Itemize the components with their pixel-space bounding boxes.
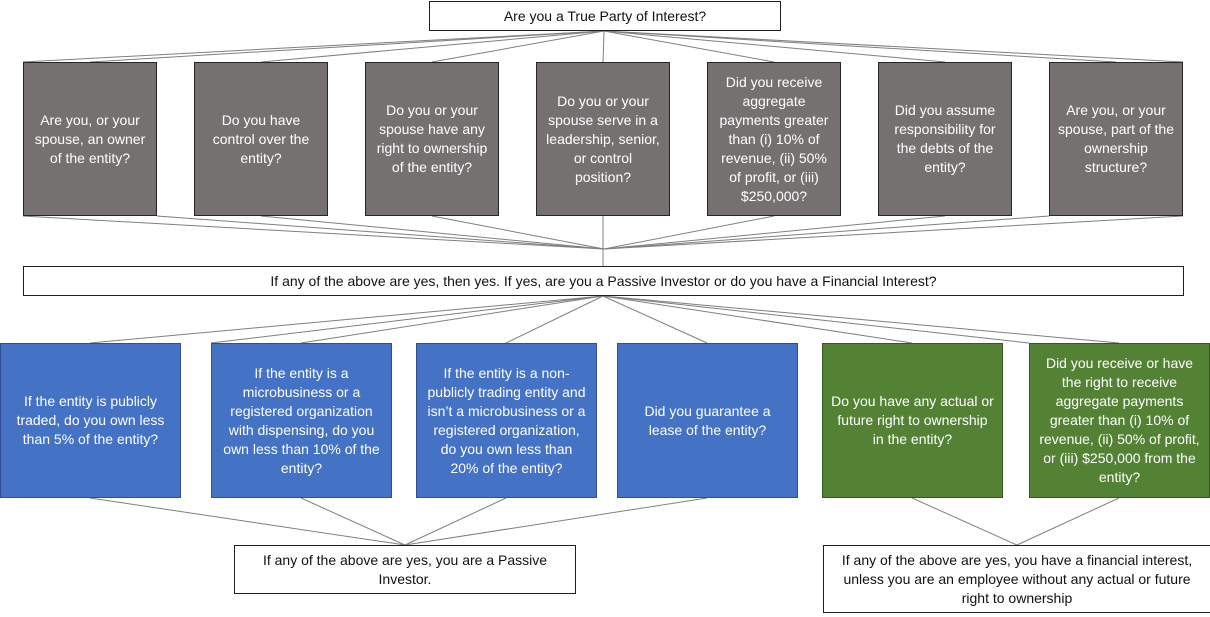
financial-question-ownership-text: Do you have any actual or future right t… <box>831 393 994 447</box>
question-control-text: Do you have control over the entity? <box>212 111 310 166</box>
connector-root-q3 <box>431 30 605 63</box>
question-owner-text: Are you, or your spouse, an owner of the… <box>34 111 146 166</box>
question-ownership-right-text: Do you or your spouse have any right to … <box>376 102 488 175</box>
passive-investor-summary-text: If any of the above are yes, you are a P… <box>262 551 548 587</box>
financial-interest-summary-box: If any of the above are yes, you have a … <box>823 545 1210 613</box>
connector-mid-p3 <box>505 295 604 344</box>
financial-question-payments-text: Did you receive or have the right to rec… <box>1039 355 1200 485</box>
connector-mid-p2 <box>300 295 604 344</box>
connector-q5-mid <box>603 215 775 250</box>
connector-p4-summary <box>404 497 708 546</box>
passive-investor-summary-box: If any of the above are yes, you are a P… <box>234 545 576 594</box>
connector-root-left <box>22 30 605 63</box>
connector-q6-mid <box>603 215 946 250</box>
root-question-text: Are you a True Party of Interest? <box>503 7 707 24</box>
connector-q7-mid <box>603 215 1184 250</box>
connector-root-q2 <box>260 30 605 63</box>
connector-mid-p1 <box>89 295 604 344</box>
mid-summary-text: If any of the above are yes, then yes. I… <box>270 272 937 289</box>
connector-q1-mid <box>22 215 605 250</box>
connector-mid-f2 <box>602 295 1120 344</box>
question-debts-box: Did you assume responsibility for the de… <box>878 62 1012 216</box>
question-ownership-right-box: Do you or your spouse have any right to … <box>365 62 499 216</box>
connector-f2-summary <box>1016 497 1120 546</box>
connector-root-q7 <box>603 30 1117 63</box>
question-ownership-structure-text: Are you, or your spouse, part of the own… <box>1058 102 1174 175</box>
connector-mid-left <box>210 295 604 344</box>
connector-root-q4 <box>602 30 605 63</box>
root-question-box: Are you a True Party of Interest? <box>429 1 781 31</box>
financial-question-ownership-box: Do you have any actual or future right t… <box>822 343 1003 498</box>
passive-question-public-text: If the entity is publicly traded, do you… <box>16 393 165 447</box>
question-owner-box: Are you, or your spouse, an owner of the… <box>23 62 157 216</box>
question-leadership-box: Do you or your spouse serve in a leaders… <box>536 62 670 216</box>
passive-question-lease-box: Did you guarantee a lease of the entity? <box>617 343 798 498</box>
mid-summary-box: If any of the above are yes, then yes. I… <box>23 266 1184 296</box>
connector-mid-p4 <box>602 295 708 344</box>
connector-root-right <box>603 30 1184 63</box>
question-payments-box: Did you receive aggregate payments great… <box>707 62 841 216</box>
passive-question-microbusiness-box: If the entity is a microbusiness or a re… <box>211 343 392 498</box>
connector-mid-right <box>602 295 1030 344</box>
passive-question-nonpublic-box: If the entity is a non-publicly trading … <box>416 343 597 498</box>
passive-question-microbusiness-text: If the entity is a microbusiness or a re… <box>223 364 380 476</box>
passive-question-public-box: If the entity is publicly traded, do you… <box>0 343 181 498</box>
connector-p2-summary <box>300 497 406 546</box>
connector-q2-mid <box>260 215 605 250</box>
connector-root-q5 <box>603 30 775 63</box>
connector-f1-summary <box>911 497 1018 546</box>
question-debts-text: Did you assume responsibility for the de… <box>894 102 996 175</box>
connector-p3-summary <box>404 497 507 546</box>
question-payments-text: Did you receive aggregate payments great… <box>719 73 829 204</box>
connector-q1b-mid <box>156 215 605 250</box>
question-ownership-structure-box: Are you, or your spouse, part of the own… <box>1049 62 1183 216</box>
connector-p1-summary <box>89 497 406 546</box>
financial-question-payments-box: Did you receive or have the right to rec… <box>1029 343 1210 498</box>
connector-mid-f1 <box>602 295 913 344</box>
question-control-box: Do you have control over the entity? <box>194 62 328 216</box>
question-leadership-text: Do you or your spouse serve in a leaders… <box>546 92 660 185</box>
financial-interest-summary-text: If any of the above are yes, you have a … <box>841 551 1193 606</box>
connector-q7a-mid <box>603 215 1050 250</box>
passive-question-nonpublic-text: If the entity is a non-publicly trading … <box>427 364 586 476</box>
connector-q3-mid <box>431 215 605 250</box>
connector-root-q1 <box>89 30 605 63</box>
passive-question-lease-text: Did you guarantee a lease of the entity? <box>644 402 771 438</box>
connector-root-q6 <box>603 30 946 63</box>
